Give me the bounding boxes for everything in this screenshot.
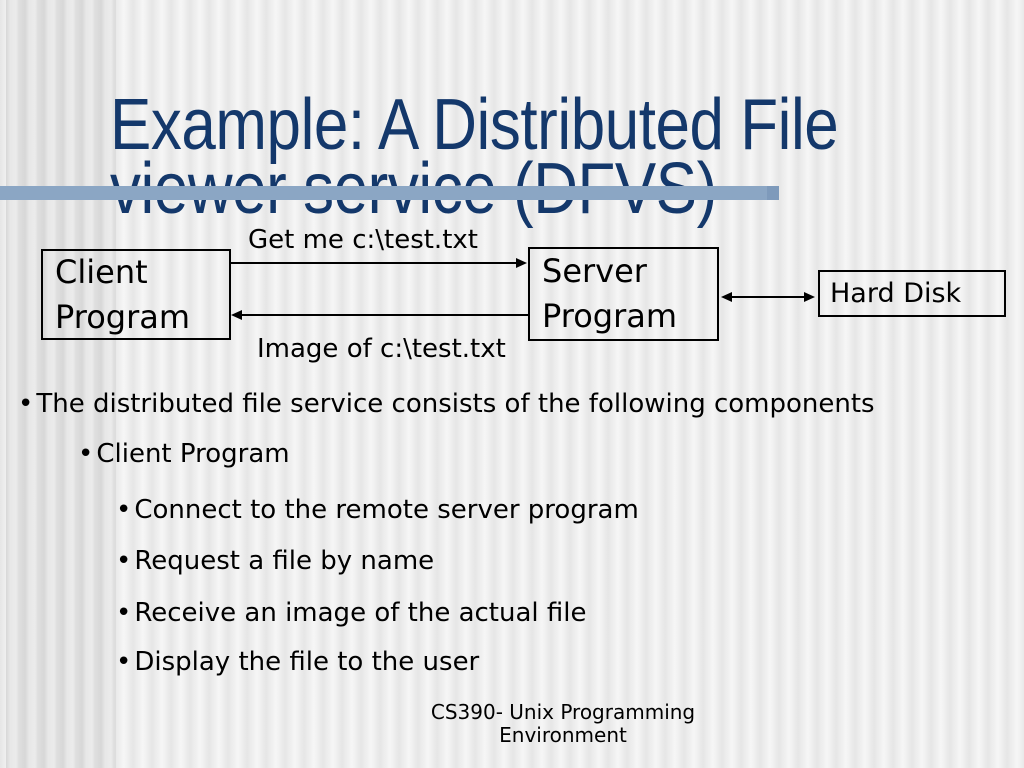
response-arrow: [242, 314, 528, 316]
bullet-icon: •: [116, 495, 132, 525]
background-stripes-left: [6, 0, 116, 768]
bullet-text-level3-0: Connect to the remote server program: [134, 495, 639, 525]
bullet-item-level3: •Display the file to the user: [116, 647, 479, 677]
response-arrow-label: Image of c:\test.txt: [257, 334, 506, 364]
title-underline-bar: [0, 186, 779, 200]
footer-line2: Environment: [499, 723, 627, 747]
client-program-label-line2: Program: [55, 297, 191, 336]
footer-text: CS390- Unix Programming Environment: [288, 701, 838, 747]
bullet-text-level3-1: Request a file by name: [134, 546, 435, 576]
bullet-item-level1: •The distributed file service consists o…: [18, 389, 875, 419]
bullet-text-level3-3: Display the file to the user: [134, 647, 480, 677]
footer-line1: CS390- Unix Programming: [430, 700, 696, 724]
request-arrow: [231, 262, 516, 264]
server-disk-arrow: [732, 296, 804, 298]
hard-disk-box: Hard Disk: [818, 270, 1006, 317]
bullet-text-level3-2: Receive an image of the actual file: [134, 598, 587, 628]
bullet-item-level3: •Connect to the remote server program: [116, 495, 639, 525]
server-program-box: Server Program: [528, 247, 719, 341]
bullet-icon: •: [116, 598, 132, 628]
bullet-icon: •: [116, 647, 132, 677]
server-program-label-line1: Server: [542, 252, 647, 290]
bullet-item-level3: •Receive an image of the actual file: [116, 598, 587, 628]
bullet-icon: •: [78, 439, 94, 469]
bullet-text-level2: Client Program: [96, 439, 290, 469]
slide-title-line1: Example: A Distributed File: [110, 85, 839, 166]
server-program-label-line2: Program: [542, 297, 678, 335]
bullet-icon: •: [116, 546, 132, 576]
slide-title: Example: A Distributed File viewer servi…: [110, 85, 839, 225]
bullet-item-level3: •Request a file by name: [116, 546, 434, 576]
hard-disk-label: Hard Disk: [830, 277, 962, 309]
client-program-label-line1: Client: [55, 252, 148, 291]
bullet-icon: •: [18, 389, 34, 419]
request-arrow-label: Get me c:\test.txt: [248, 225, 478, 255]
bullet-text-level1: The distributed file service consists of…: [36, 389, 875, 419]
client-program-box: Client Program: [41, 249, 231, 340]
bullet-item-level2: •Client Program: [78, 439, 290, 469]
